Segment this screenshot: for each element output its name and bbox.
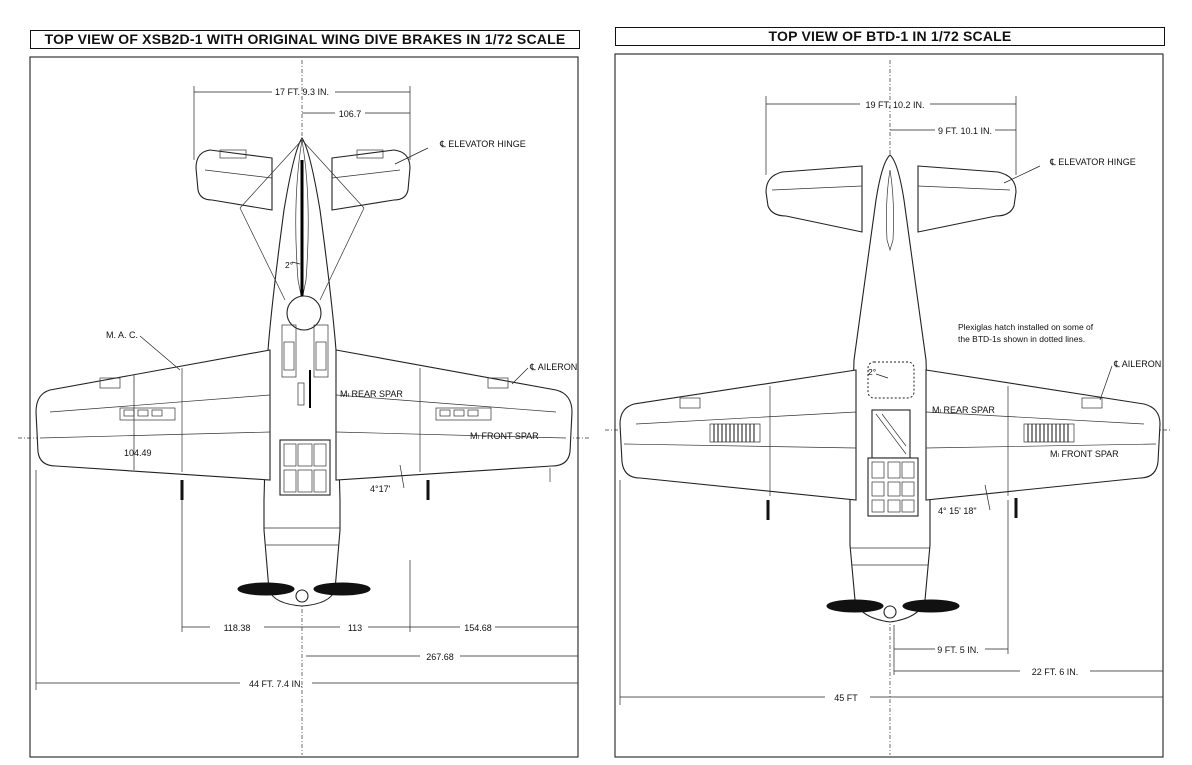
right-tail-span-label: 19 FT. 10.2 IN. xyxy=(865,100,924,110)
right-aileron-label: ℄ AILERON xyxy=(1113,359,1161,369)
right-stabilizer-left xyxy=(765,165,863,233)
left-angle-label: 2° xyxy=(285,260,293,270)
left-mac-label: M. A. C. xyxy=(106,330,138,340)
right-rear-spar-label: Mₗ REAR SPAR xyxy=(932,405,995,415)
left-dim-d-label: 267.68 xyxy=(426,652,454,662)
right-plexiglas-hatch xyxy=(867,361,915,399)
right-half-tail-label: 9 FT. 10.1 IN. xyxy=(938,126,992,136)
left-frame xyxy=(29,56,579,758)
left-span-label: 44 FT. 7.4 IN. xyxy=(249,679,303,689)
left-dim-a-label: 118.38 xyxy=(224,623,251,633)
left-dim-b-label: 113 xyxy=(348,623,362,633)
left-elevator-hinge-label: ℄ ELEVATOR HINGE xyxy=(439,139,526,149)
right-drawing: 19 FT. 10.2 IN. 9 FT. 10.1 IN. ℄ ELEVATO… xyxy=(605,53,1170,758)
left-prop-blade-left xyxy=(237,582,295,596)
left-tail-span-label: 17 FT. 9.3 IN. xyxy=(275,87,329,97)
left-prop-blade-right xyxy=(313,582,371,596)
right-stabilizer-right xyxy=(917,165,1017,233)
right-note-line1: Plexiglas hatch installed on some of xyxy=(958,322,1094,332)
right-dim-a-label: 9 FT. 5 IN. xyxy=(937,645,979,655)
right-elevator-hinge-label: ℄ ELEVATOR HINGE xyxy=(1049,157,1136,167)
left-stabilizer-right xyxy=(331,149,411,211)
right-dim-b-label: 22 FT. 6 IN. xyxy=(1032,667,1079,677)
left-aileron-label: ℄ AILERON xyxy=(529,362,577,372)
right-wing-starboard xyxy=(925,369,1161,501)
left-canopy-dome xyxy=(286,295,322,331)
left-half-tail-label: 106.7 xyxy=(339,109,362,119)
left-dim-c-label: 154.68 xyxy=(464,623,492,633)
left-wing-port xyxy=(35,349,271,481)
right-prop-blade-right xyxy=(902,599,960,613)
left-dihedral-label: 4°17' xyxy=(370,484,391,494)
right-front-spar-label: Mₗ FRONT SPAR xyxy=(1050,449,1119,459)
left-rear-spar-label: Mₗ REAR SPAR xyxy=(340,389,403,399)
left-front-spar-label: Mₗ FRONT SPAR xyxy=(470,431,539,441)
right-prop-blade-left xyxy=(826,599,884,613)
left-drawing: 17 FT. 9.3 IN. 106.7 ℄ ELEVATOR HINGE 2°… xyxy=(18,56,590,758)
right-dihedral-label: 4° 15' 18" xyxy=(938,506,977,516)
left-chord-label: 104.49 xyxy=(124,448,152,458)
left-dive-brake-starboard xyxy=(435,407,492,421)
right-note-line2: the BTD-1s shown in dotted lines. xyxy=(958,334,1085,344)
left-panel-title: TOP VIEW OF XSB2D-1 WITH ORIGINAL WING D… xyxy=(30,30,580,49)
right-frame xyxy=(614,53,1164,758)
left-stabilizer-left xyxy=(195,149,273,211)
right-angle-label: 2° xyxy=(868,367,876,377)
right-span-label: 45 FT xyxy=(834,693,858,703)
right-cockpit xyxy=(867,457,919,517)
right-panel-title: TOP VIEW OF BTD-1 IN 1/72 SCALE xyxy=(615,27,1165,46)
left-cockpit xyxy=(279,439,331,496)
right-dive-brake-port xyxy=(709,423,761,443)
right-dive-brake-starboard xyxy=(1023,423,1075,443)
